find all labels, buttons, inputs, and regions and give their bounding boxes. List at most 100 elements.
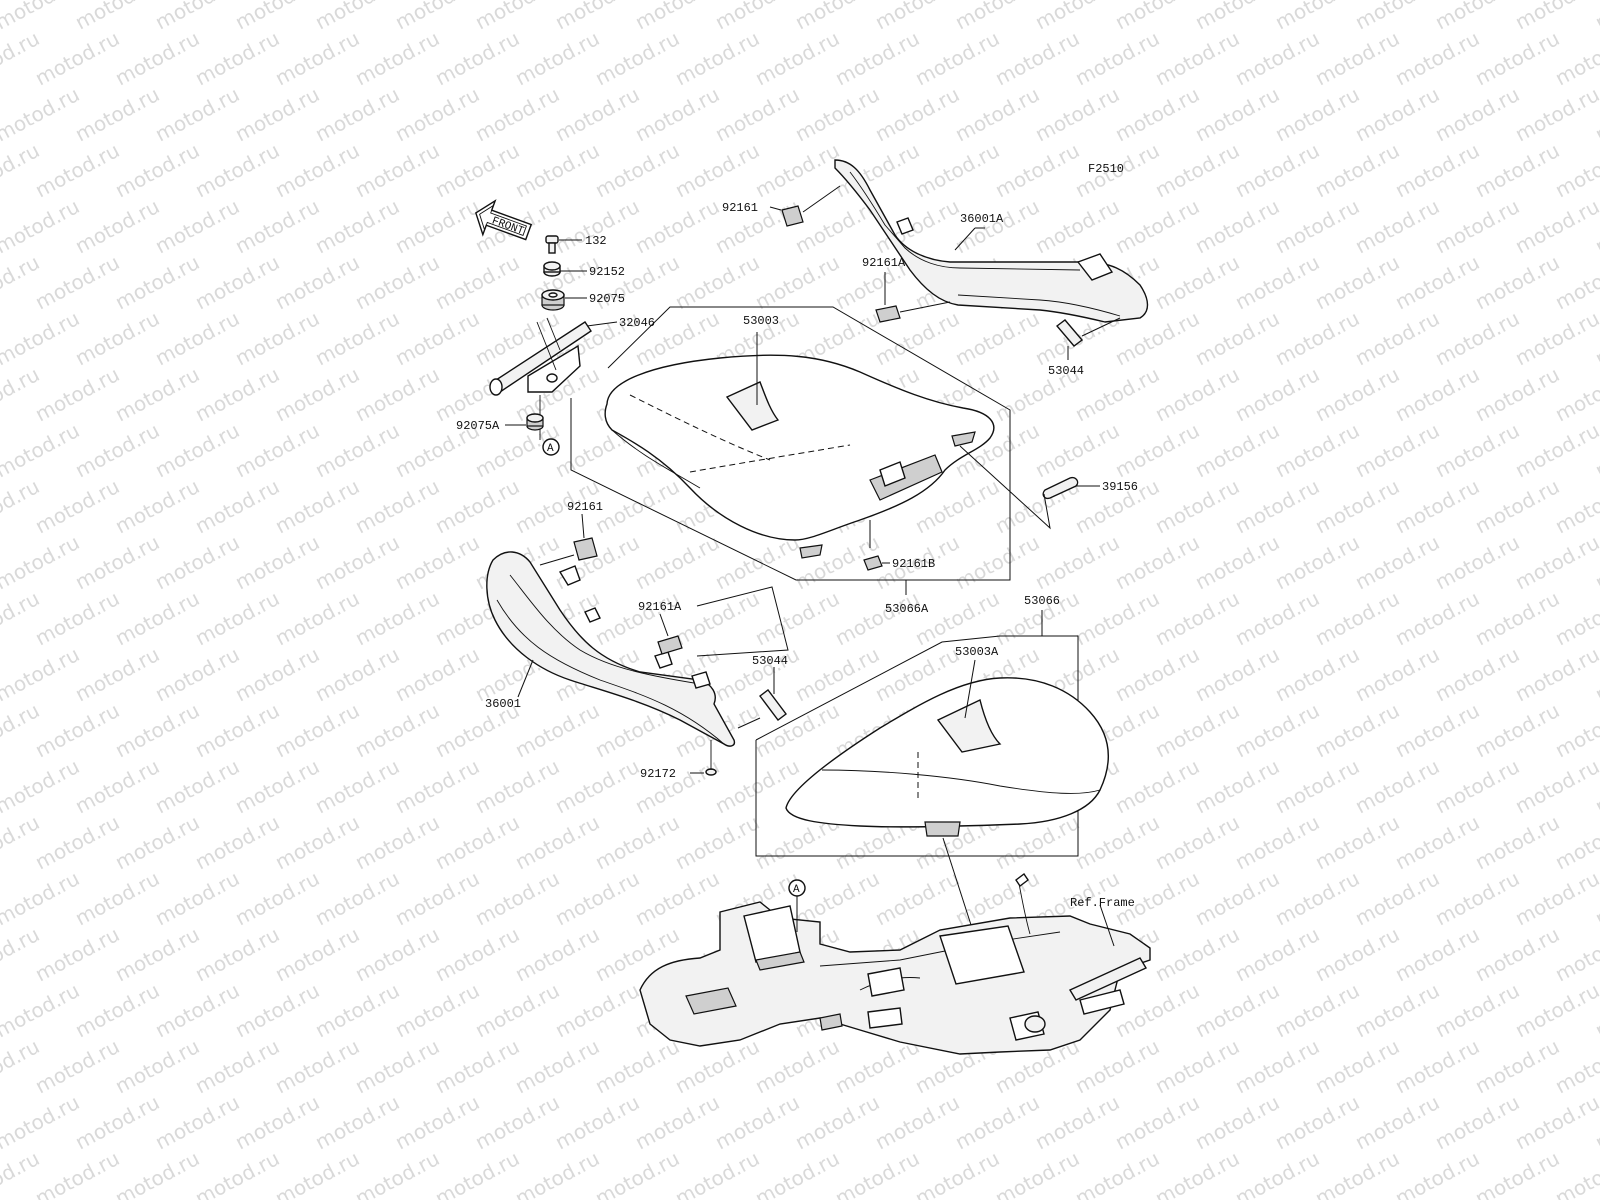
watermark-text: motod.ru bbox=[1151, 138, 1243, 202]
watermark-text: motod.ru bbox=[791, 1090, 883, 1154]
watermark-text: motod.ru bbox=[671, 26, 763, 90]
watermark-text: motod.ru bbox=[31, 922, 123, 986]
watermark-text: motod.ru bbox=[1271, 754, 1363, 818]
watermark-text: motod.ru bbox=[791, 0, 883, 34]
watermark-text: motod.ru bbox=[31, 1034, 123, 1098]
watermark-text: motod.ru bbox=[551, 866, 643, 930]
watermark-text: motod.ru bbox=[1231, 698, 1323, 762]
watermark-text: motod.ru bbox=[1551, 922, 1600, 986]
watermark-text: motod.ru bbox=[111, 586, 203, 650]
watermark-text: motod.ru bbox=[911, 138, 1003, 202]
watermark-text: motod.ru bbox=[1271, 866, 1363, 930]
watermark-text: motod.ru bbox=[671, 1146, 763, 1200]
watermark-text: motod.ru bbox=[1511, 978, 1600, 1042]
watermark-text: motod.ru bbox=[31, 250, 123, 314]
watermark-text: motod.ru bbox=[1511, 866, 1600, 930]
watermark-text: motod.ru bbox=[271, 250, 363, 314]
watermark-text: motod.ru bbox=[271, 26, 363, 90]
watermark-text: motod.ru bbox=[951, 530, 1043, 594]
watermark-text: motod.ru bbox=[311, 530, 403, 594]
watermark-text: motod.ru bbox=[1271, 642, 1363, 706]
watermark-text: motod.ru bbox=[271, 138, 363, 202]
watermark-text: motod.ru bbox=[711, 82, 803, 146]
watermark-text: motod.ru bbox=[1511, 642, 1600, 706]
watermark-text: motod.ru bbox=[1071, 586, 1163, 650]
watermark-text: motod.ru bbox=[1071, 26, 1163, 90]
watermark-text: motod.ru bbox=[1271, 0, 1363, 34]
watermark-text: motod.ru bbox=[1431, 306, 1523, 370]
watermark-text: motod.ru bbox=[1351, 1090, 1443, 1154]
watermark-text: motod.ru bbox=[1391, 362, 1483, 426]
watermark-text: motod.ru bbox=[311, 194, 403, 258]
watermark-text: motod.ru bbox=[871, 82, 963, 146]
watermark-text: motod.ru bbox=[1551, 26, 1600, 90]
watermark-text: motod.ru bbox=[191, 586, 283, 650]
watermark-text: motod.ru bbox=[31, 698, 123, 762]
watermark-text: motod.ru bbox=[631, 866, 723, 930]
spacer-53044-top: 53044 bbox=[1048, 317, 1121, 378]
watermark-text: motod.ru bbox=[1311, 474, 1403, 538]
watermark-text: motod.ru bbox=[1351, 306, 1443, 370]
watermark-text: motod.ru bbox=[1191, 82, 1283, 146]
watermark-text: motod.ru bbox=[391, 530, 483, 594]
watermark-text: motod.ru bbox=[551, 530, 643, 594]
watermark-text: motod.ru bbox=[711, 0, 803, 34]
watermark-text: motod.ru bbox=[311, 306, 403, 370]
watermark-text: motod.ru bbox=[471, 978, 563, 1042]
label-92161-top: 92161 bbox=[722, 201, 758, 215]
watermark-text: motod.ru bbox=[671, 138, 763, 202]
watermark-text: motod.ru bbox=[511, 922, 603, 986]
watermark-text: motod.ru bbox=[111, 474, 203, 538]
label-36001: 36001 bbox=[485, 697, 521, 711]
watermark-text: motod.ru bbox=[1231, 474, 1323, 538]
label-92161A-left: 92161A bbox=[638, 600, 682, 614]
watermark-text: motod.ru bbox=[431, 474, 523, 538]
watermark-text: motod.ru bbox=[231, 194, 323, 258]
watermark-text: motod.ru bbox=[871, 866, 963, 930]
watermark-text: motod.ru bbox=[191, 26, 283, 90]
watermark-text: motod.ru bbox=[1311, 586, 1403, 650]
watermark-text: motod.ru bbox=[1111, 642, 1203, 706]
watermark-text: motod.ru bbox=[1231, 810, 1323, 874]
watermark-text: motod.ru bbox=[551, 82, 643, 146]
watermark-text: motod.ru bbox=[1191, 754, 1283, 818]
watermark-text: motod.ru bbox=[191, 1146, 283, 1200]
watermark-text: motod.ru bbox=[111, 26, 203, 90]
watermark-text: motod.ru bbox=[311, 82, 403, 146]
watermark-text: motod.ru bbox=[1031, 1090, 1123, 1154]
watermark-text: motod.ru bbox=[1311, 250, 1403, 314]
watermark-text: motod.ru bbox=[71, 978, 163, 1042]
watermark-text: motod.ru bbox=[111, 362, 203, 426]
label-39156: 39156 bbox=[1102, 480, 1138, 494]
watermark-text: motod.ru bbox=[471, 306, 563, 370]
watermark-text: motod.ru bbox=[111, 138, 203, 202]
watermark-text: motod.ru bbox=[1191, 530, 1283, 594]
watermark-text: motod.ru bbox=[231, 306, 323, 370]
watermark-text: motod.ru bbox=[111, 698, 203, 762]
watermark-text: motod.ru bbox=[1471, 138, 1563, 202]
watermark-text: motod.ru bbox=[1111, 1090, 1203, 1154]
watermark-text: motod.ru bbox=[1111, 754, 1203, 818]
watermark-text: motod.ru bbox=[951, 82, 1043, 146]
watermark-text: motod.ru bbox=[0, 866, 83, 930]
watermark-text: motod.ru bbox=[431, 1146, 523, 1200]
watermark-text: motod.ru bbox=[351, 1146, 443, 1200]
label-ref-frame: Ref.Frame bbox=[1070, 896, 1135, 910]
watermark-text: motod.ru bbox=[1271, 978, 1363, 1042]
watermark-text: motod.ru bbox=[671, 586, 763, 650]
watermark-text: motod.ru bbox=[1431, 82, 1523, 146]
watermark-text: motod.ru bbox=[511, 1146, 603, 1200]
watermark-text: motod.ru bbox=[1551, 362, 1600, 426]
watermark-text: motod.ru bbox=[631, 194, 723, 258]
watermark-text: motod.ru bbox=[31, 586, 123, 650]
watermark-text: motod.ru bbox=[1191, 306, 1283, 370]
watermark-text: motod.ru bbox=[831, 1146, 923, 1200]
watermark-text: motod.ru bbox=[1471, 26, 1563, 90]
watermark-text: motod.ru bbox=[0, 306, 83, 370]
watermark-text: motod.ru bbox=[151, 754, 243, 818]
watermark-text: motod.ru bbox=[351, 138, 443, 202]
watermark-text: motod.ru bbox=[391, 866, 483, 930]
label-53066: 53066 bbox=[1024, 594, 1060, 608]
watermark-text: motod.ru bbox=[1551, 1146, 1600, 1200]
watermark-text: motod.ru bbox=[271, 810, 363, 874]
